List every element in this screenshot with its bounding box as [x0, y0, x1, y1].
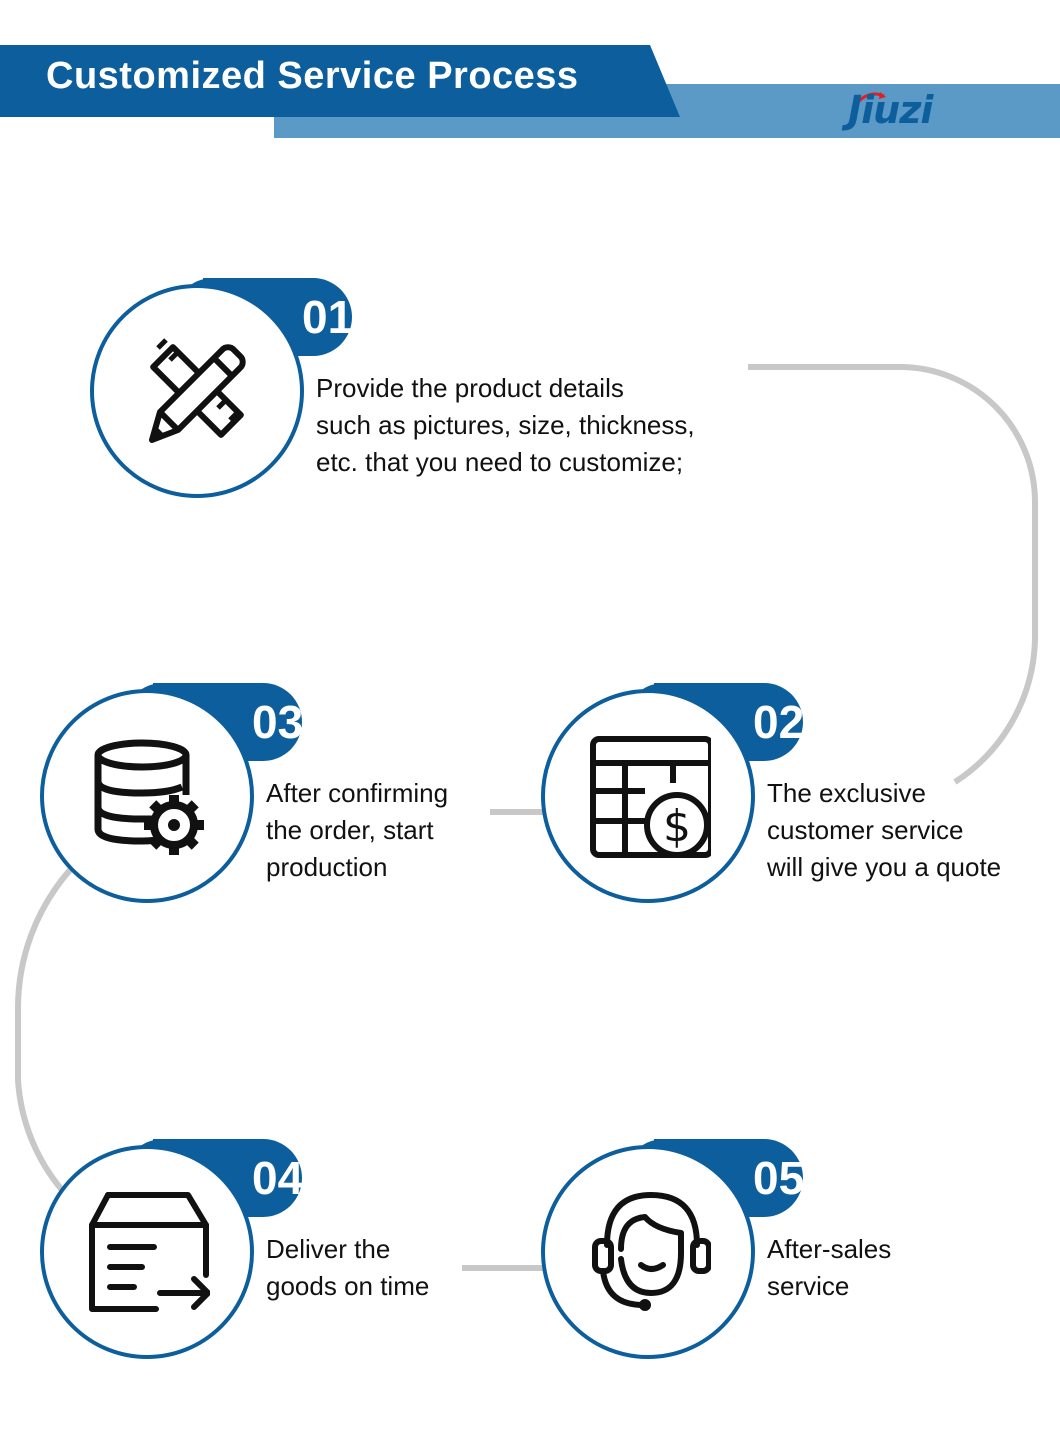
step-line: After-sales [767, 1234, 892, 1264]
step-number: 01 [302, 291, 354, 343]
step-description: Deliver the goods on time [266, 1231, 566, 1305]
step-03: 03 After confirming the orde [40, 683, 560, 919]
step-line: customer service [767, 815, 964, 845]
svg-text:$: $ [663, 801, 691, 852]
step-line: service [767, 1271, 850, 1301]
step-number: 05 [753, 1152, 805, 1204]
step-number: 02 [753, 696, 805, 748]
brand-logo: Jiuzi [848, 88, 968, 136]
price-sheet-dollar-icon: $ [590, 736, 711, 858]
step-description: After confirming the order, start produc… [266, 775, 566, 886]
step-number: 03 [252, 696, 304, 748]
step-circle [541, 1145, 755, 1359]
logo-text: Jiuzi [848, 88, 933, 132]
header-banner: Customized Service Process Jiuzi [0, 0, 1060, 145]
box-delivery-icon [89, 1192, 210, 1312]
pencil-ruler-icon [149, 338, 246, 443]
step-description: After-sales service [767, 1231, 1060, 1305]
header-dark-bar [0, 45, 680, 117]
step-line: Deliver the [266, 1234, 391, 1264]
step-description: The exclusive customer service will give… [767, 775, 1060, 886]
step-line: goods on time [266, 1271, 430, 1301]
headset-agent-icon [592, 1192, 711, 1311]
step-line: After confirming [266, 778, 449, 808]
step-line: such as pictures, size, thickness, [316, 410, 695, 440]
logo-swoosh-icon [856, 92, 886, 104]
connector-03-04 [14, 868, 73, 1192]
step-line: etc. that you need to customize; [316, 447, 684, 477]
step-line: will give you a quote [767, 852, 1002, 882]
step-05: 05 After-sales service [541, 1139, 1060, 1375]
page-title: Customized Service Process [46, 55, 579, 97]
step-02: 02 $ The exclusive customer service will… [541, 683, 1060, 919]
step-line: Provide the product details [316, 373, 624, 403]
step-04: 04 Deliver the goods on time [40, 1139, 560, 1375]
step-number: 04 [252, 1152, 304, 1204]
step-circle [541, 689, 755, 903]
step-description: Provide the product details such as pict… [316, 370, 695, 481]
step-01: 01 Provide the product details such as p… [90, 278, 695, 514]
database-gear-icon [94, 739, 204, 855]
step-circle [40, 1145, 254, 1359]
step-line: production [266, 852, 388, 882]
connector-01-02 [748, 364, 1038, 785]
step-line: The exclusive [767, 778, 926, 808]
step-line: the order, start [266, 815, 434, 845]
